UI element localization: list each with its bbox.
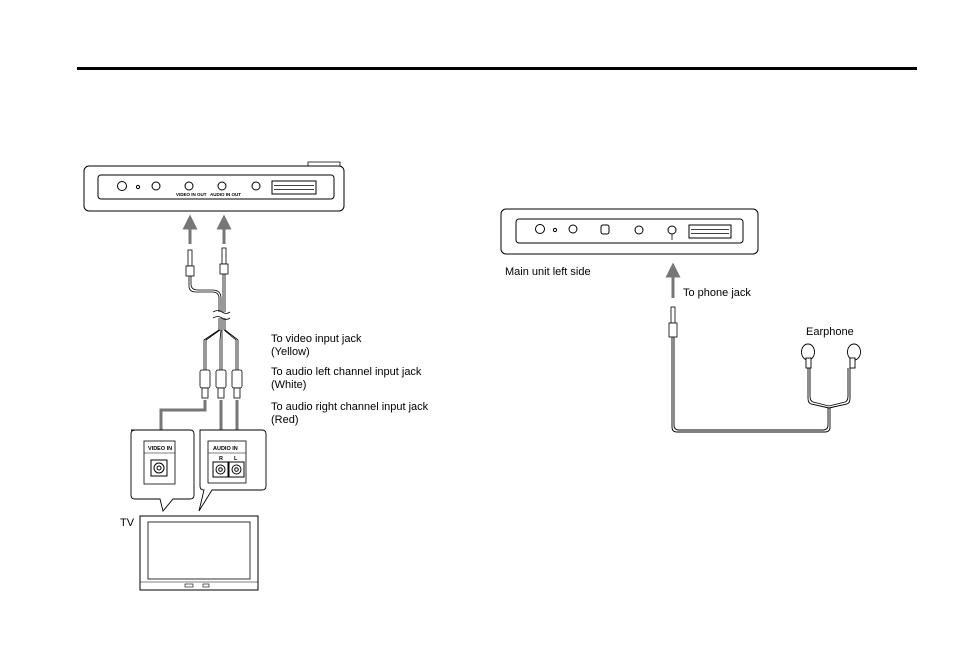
- video-input-label: To video input jack: [271, 333, 362, 345]
- header-rule: [77, 67, 917, 70]
- audio-right-label: To audio right channel input jack: [271, 401, 429, 413]
- right-device-unit: [501, 209, 758, 254]
- earphone-label: Earphone: [806, 326, 854, 338]
- audio-in-label: AUDIO IN: [213, 446, 238, 452]
- video-out-port-label: VIDEO IN OUT: [176, 192, 207, 197]
- earphone-buds-icon: [802, 344, 861, 368]
- main-unit-label: Main unit left side: [505, 266, 591, 278]
- channel-r-label: R: [219, 456, 223, 462]
- left-device-unit: VIDEO IN OUT AUDIO IN OUT: [84, 162, 344, 211]
- upper-cable: [189, 274, 230, 330]
- tv-audio-panel: AUDIO IN R L: [199, 430, 266, 511]
- audio-out-port-label: AUDIO IN OUT: [210, 192, 241, 197]
- tv-label: TV: [120, 517, 135, 529]
- phone-jack-label: To phone jack: [683, 287, 751, 299]
- earphone-cable: [672, 337, 850, 432]
- audio-left-color-label: (White): [271, 379, 306, 391]
- device-plugs: [186, 248, 228, 276]
- audio-right-color-label: (Red): [271, 414, 299, 426]
- earphone-plug: [669, 307, 677, 337]
- rca-leads: [204, 330, 238, 370]
- video-in-label: VIDEO IN: [148, 446, 172, 452]
- audio-left-label: To audio left channel input jack: [271, 366, 422, 378]
- tv-video-panel: VIDEO IN: [131, 430, 194, 511]
- video-color-label: (Yellow): [271, 346, 310, 358]
- tv-set: [140, 516, 258, 590]
- rca-plugs: [200, 370, 242, 398]
